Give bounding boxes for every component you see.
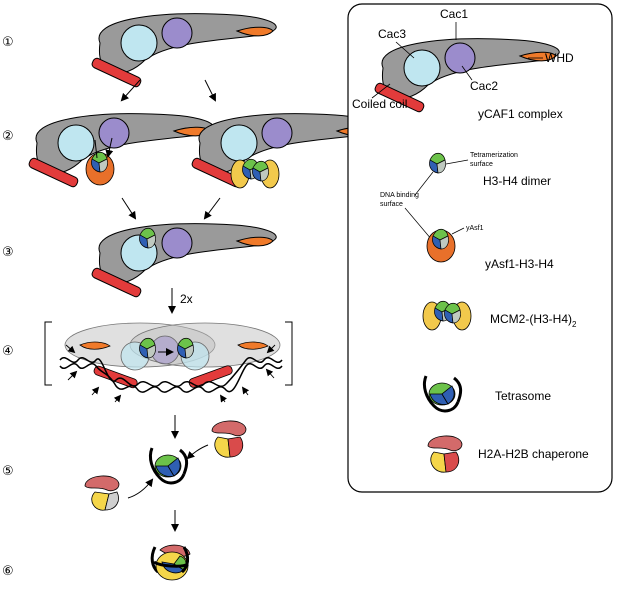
legend-dna-binding-pointer-1 xyxy=(414,171,434,196)
step4-dna-strand-2 xyxy=(59,363,283,393)
legend-mcm2-label: MCM2-(H3-H4)2 xyxy=(490,312,577,329)
step5-h2ah2b-right xyxy=(211,420,247,458)
legend-yasf1-label: yAsf1 xyxy=(466,225,484,232)
legend-yasf1-h3h4 xyxy=(426,228,456,263)
step4-dna-arrows xyxy=(65,344,276,403)
repeat-label: 2x xyxy=(180,292,193,306)
arrow-h2ah2b-right-to-tetrasome xyxy=(186,444,209,460)
legend-cac3-pointer xyxy=(395,41,415,59)
legend-coiled-coil-label: Coiled coil xyxy=(352,97,407,111)
step2-caf1-left xyxy=(27,113,214,189)
step4-assembly xyxy=(44,321,293,403)
legend-tetramerization-pointer xyxy=(445,159,469,165)
legend-yasf1-pointer xyxy=(451,227,465,235)
arrow-1-to-2a xyxy=(120,79,141,102)
step1-caf1-complex xyxy=(90,13,277,89)
legend-cac2-pointer xyxy=(461,65,473,81)
legend-coiled-coil-pointer xyxy=(371,83,391,99)
legend-whd-label: WHD xyxy=(545,51,574,65)
legend-tetramerization-surface: surface xyxy=(470,161,493,168)
step-1-number: ① xyxy=(2,35,14,50)
step4-whd-left xyxy=(79,341,111,350)
legend-cac2-label: Cac2 xyxy=(470,79,498,93)
step4-coiled-coil-right xyxy=(188,365,233,388)
legend-h2ah2b xyxy=(427,435,463,473)
legend-dna-binding-pointer-2 xyxy=(404,207,433,241)
step4-right-bracket xyxy=(285,321,293,386)
arrow-2-to-3a xyxy=(121,197,137,220)
arrow-1-to-2b xyxy=(204,79,216,102)
step-6-number: ⑥ xyxy=(2,564,14,579)
legend-mcm2-subscript: 2 xyxy=(572,320,577,329)
step-2-number: ② xyxy=(2,129,14,144)
legend-complex-label: yCAF1 complex xyxy=(478,107,563,121)
legend-panel xyxy=(347,3,613,493)
legend-h3h4-dimer xyxy=(429,152,446,174)
step2-asf1-h3h4 xyxy=(85,151,115,186)
step4-left-bracket xyxy=(44,321,52,386)
step-4-number: ④ xyxy=(2,344,14,359)
legend-dna-binding-label: DNA binding xyxy=(380,192,419,199)
legend-tetramerization-label: Tetramerization xyxy=(470,152,518,159)
arrow-h2ah2b-left-to-tetrasome xyxy=(127,478,154,499)
step5-tetrasome xyxy=(148,447,189,485)
legend-mcm2-h3h4 xyxy=(422,300,472,331)
legend-dna-binding-surface: surface xyxy=(380,201,403,208)
legend-h3h4-label: H3-H4 dimer xyxy=(483,174,551,188)
legend-tetrasome-label: Tetrasome xyxy=(495,389,551,403)
step-3-number: ③ xyxy=(2,245,14,260)
legend-tetrasome xyxy=(422,375,463,413)
step-5-number: ⑤ xyxy=(2,464,14,479)
step3-bound-dimer xyxy=(139,227,156,249)
step2-left-binding-arrows xyxy=(94,137,112,158)
step4-dimer-left xyxy=(139,337,156,359)
step3-caf1-complex xyxy=(90,223,277,299)
step4-dna-strand xyxy=(59,357,283,387)
legend-cac1-label: Cac1 xyxy=(440,7,468,21)
step4-dimer-right xyxy=(177,337,194,359)
step2-mcm2-h3h4 xyxy=(230,158,280,189)
step6-nucleosome xyxy=(150,544,191,581)
legend-h2ah2b-label: H2A-H2B chaperone xyxy=(478,447,589,461)
arrow-2-to-3b xyxy=(203,197,221,220)
legend-cac3-label: Cac3 xyxy=(378,27,406,41)
step5-h2ah2b-left xyxy=(84,475,120,511)
legend-yasf1-h3h4-label: yAsf1-H3-H4 xyxy=(485,257,554,271)
